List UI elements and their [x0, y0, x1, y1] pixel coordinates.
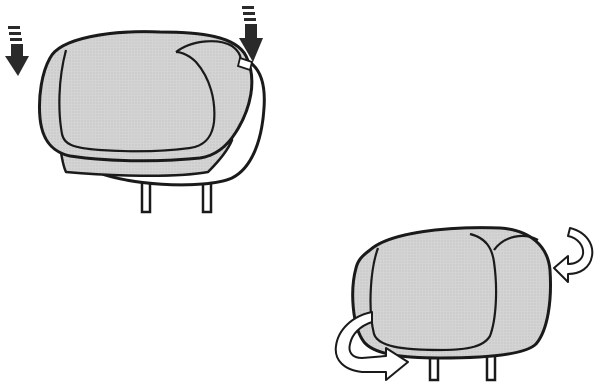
figure-headrest-cover-installation [5, 6, 266, 214]
headrest-cover [38, 30, 254, 163]
figure-headrest-cover-securing [334, 226, 594, 382]
curved-arrow-icon [553, 227, 594, 283]
down-arrow-icon [5, 26, 29, 76]
headrest-pad [351, 226, 552, 360]
down-arrow-icon [239, 6, 263, 62]
headrest-cover-seam [58, 49, 216, 153]
headrest-pad-edge [493, 234, 539, 251]
curved-arrow-icon [334, 311, 409, 381]
headrest-cover-tab [236, 56, 254, 72]
